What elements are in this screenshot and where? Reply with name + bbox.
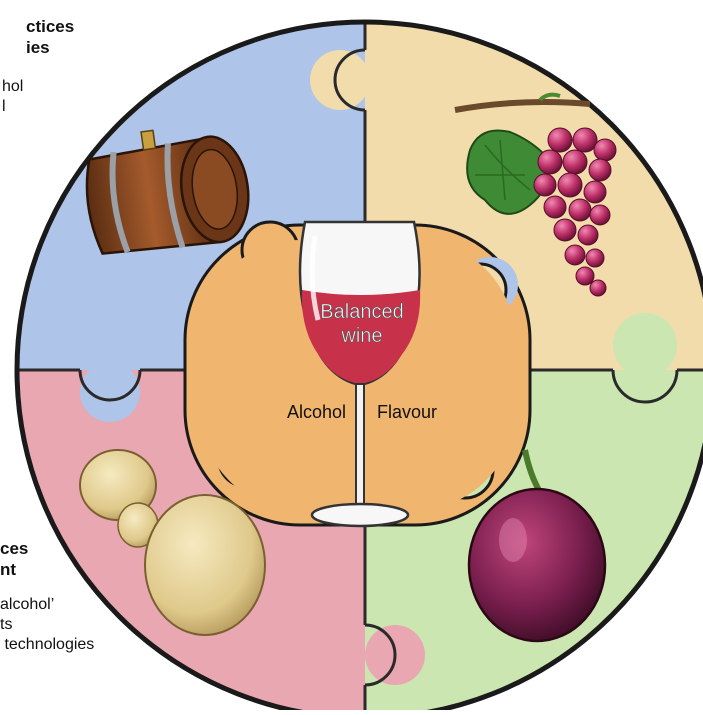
bottom-left-title-line-1: ces	[0, 538, 94, 559]
top-left-line-2: l	[0, 97, 74, 117]
axis-left-label: Alcohol	[287, 402, 346, 422]
axis-right-label: Flavour	[377, 402, 437, 422]
tab-top-right-into-bottom	[613, 313, 677, 377]
top-left-title-line-2: ies	[0, 37, 74, 58]
top-left-line-1: hol	[0, 77, 74, 97]
bottom-left-text-block: ces nt alcohol’ ts technologies	[0, 538, 94, 655]
tab-top-right-into-left	[310, 50, 370, 110]
bottom-left-line-3: technologies	[0, 635, 94, 655]
top-left-title-line-1: ctices	[0, 16, 74, 37]
top-left-text-block: ctices ies hol l	[0, 16, 74, 117]
bottom-left-line-2: ts	[0, 615, 94, 635]
bottom-left-line-1: alcohol’	[0, 595, 94, 615]
bottom-left-title-line-2: nt	[0, 559, 94, 580]
center-title-line-1: Balanced	[320, 301, 403, 323]
center-title-line-2: wine	[340, 325, 382, 347]
